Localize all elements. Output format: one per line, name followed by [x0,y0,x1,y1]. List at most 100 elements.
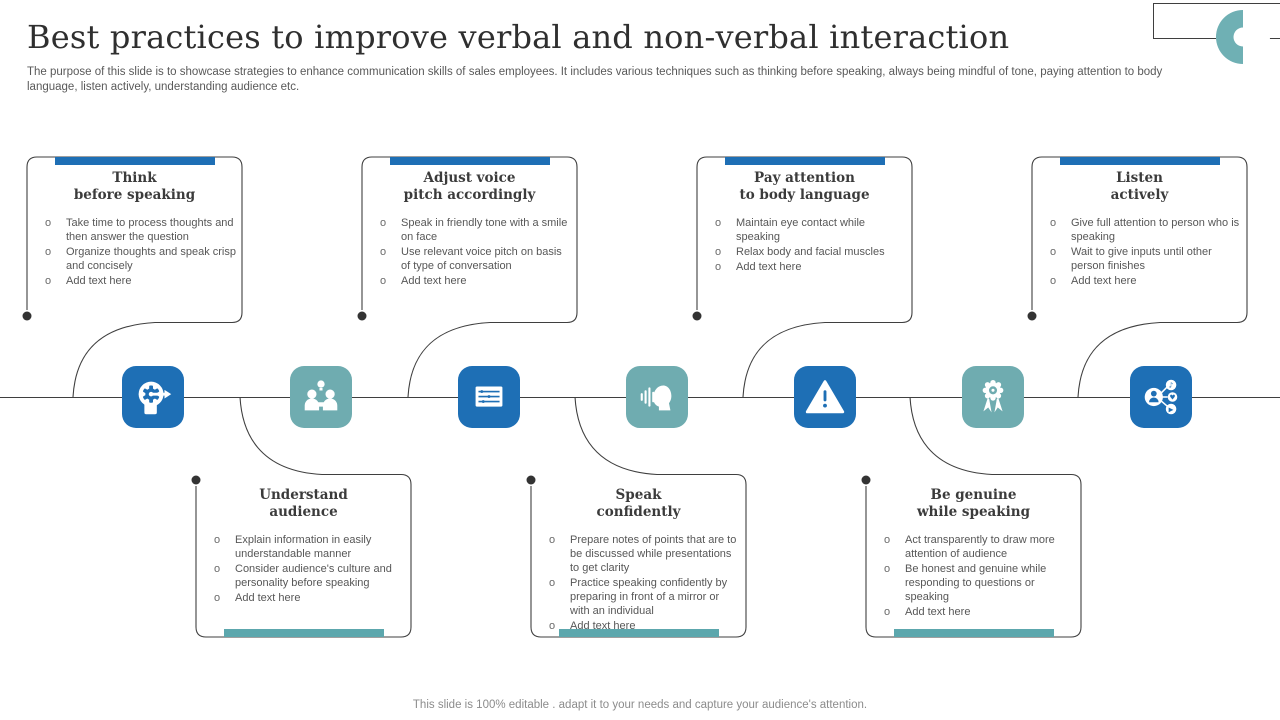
bullet-text: Take time to process thoughts and then a… [66,216,234,243]
bullet-item: o Wait to give inputs until other person … [1050,245,1241,273]
timeline-icon-box [962,366,1024,428]
bullet-marker: o [715,260,722,273]
bullet-text: Act transparently to draw more attention… [905,533,1055,560]
bullet-text: Be honest and genuine while responding t… [905,562,1047,603]
audience-people-icon [304,380,338,411]
bullet-text: Add text here [401,274,467,287]
bullet-marker: o [45,216,52,229]
bullet-text: Prepare notes of points that are to be d… [570,533,737,574]
bullet-text: Wait to give inputs until other person f… [1071,245,1212,272]
bullet-text: Practice speaking confidently by prepari… [570,576,728,617]
bullet-text: Explain information in easily understand… [235,533,372,560]
slide-title: Best practices to improve verbal and non… [27,18,1010,56]
timeline-icon-box [458,366,520,428]
card-title: Listen actively [1110,170,1169,204]
bullet-text: Add text here [235,591,301,604]
card-accent-bar [389,157,550,165]
bullet-item: o Use relevant voice pitch on basis of ty… [380,245,571,273]
card-outline [1031,156,1248,398]
practice-card: Pay attention to body language o Maintain… [697,157,912,322]
slide-header: Best practices to improve verbal and non… [27,18,1237,95]
bullet-text: Use relevant voice pitch on basis of typ… [401,245,562,272]
bullet-item: o Take time to process thoughts and then … [45,216,236,244]
bullet-marker: o [1050,245,1057,258]
warning-triangle-icon [805,380,845,414]
bullet-marker: o [715,245,722,258]
card-bullet-list: o Speak in friendly tone with a smile on … [380,216,571,288]
card-accent-bar [1059,157,1220,165]
card-outline [361,156,578,398]
bullet-item: o Explain information in easily understan… [214,533,405,561]
svg-text:▶: ▶ [1169,406,1174,413]
card-bullet-list: o Explain information in easily understan… [214,533,405,605]
card-accent-bar [558,629,719,637]
bullet-marker: o [715,216,722,229]
bullet-marker: o [45,274,52,287]
connector-dot [526,475,536,485]
bullet-marker: o [214,591,221,604]
bullet-marker: o [549,620,556,632]
connector-dot [861,475,871,485]
bullet-item: o Speak in friendly tone with a smile on … [380,216,571,244]
bullet-text: Speak in friendly tone with a smile on f… [401,216,568,243]
card-accent-bar [893,629,1054,637]
bullet-text: Add text here [1071,274,1137,287]
svg-text:♥: ♥ [1170,393,1176,401]
card-outline [530,396,747,638]
timeline-icon-box [794,366,856,428]
bullet-item: o Add text here [45,274,236,288]
corner-crescent-icon [1216,10,1243,64]
bullet-marker: o [380,245,387,258]
bullet-marker: o [380,274,387,287]
timeline-icon-box: ♪ ♥ ▶ [1130,366,1192,428]
bullet-text: Add text here [905,605,971,618]
timeline-icon-box [122,366,184,428]
bullet-text: Add text here [66,274,132,287]
card-accent-bar [724,157,885,165]
bullet-item: o Add text here [1050,274,1241,288]
card-title: Be genuine while speaking [916,487,1031,521]
card-accent-bar [223,629,384,637]
connector-dot [357,311,367,321]
card-outline [696,156,913,398]
slide-subtitle: The purpose of this slide is to showcase… [27,66,1163,94]
card-bullet-list: o Take time to process thoughts and then … [45,216,236,288]
bullet-text: Maintain eye contact while speaking [736,216,866,243]
connector-dot [692,311,702,321]
bullet-marker: o [1050,274,1057,287]
bullet-marker: o [214,533,221,546]
timeline-icon-box [290,366,352,428]
bullet-marker: o [45,245,52,258]
bullet-item: o Add text here [214,591,405,605]
slide-footer-note: This slide is 100% editable . adapt it t… [412,699,868,711]
card-title: Pay attention to body language [739,170,870,204]
bullet-text: Organize thoughts and speak crisp and co… [66,245,236,272]
connector-dot [1027,311,1037,321]
card-outline [195,396,412,638]
speaking-face-icon [640,385,672,411]
connector-dot [191,475,201,485]
bullet-marker: o [380,216,387,229]
timeline-icon-box [626,366,688,428]
connector-dot [22,311,32,321]
card-accent-bar [54,157,215,165]
card-outline [865,396,1082,638]
svg-text:♪: ♪ [1169,381,1174,390]
bullet-marker: o [549,576,556,589]
bullet-item: o Add text here [380,274,571,288]
notes-board-icon [475,386,503,407]
